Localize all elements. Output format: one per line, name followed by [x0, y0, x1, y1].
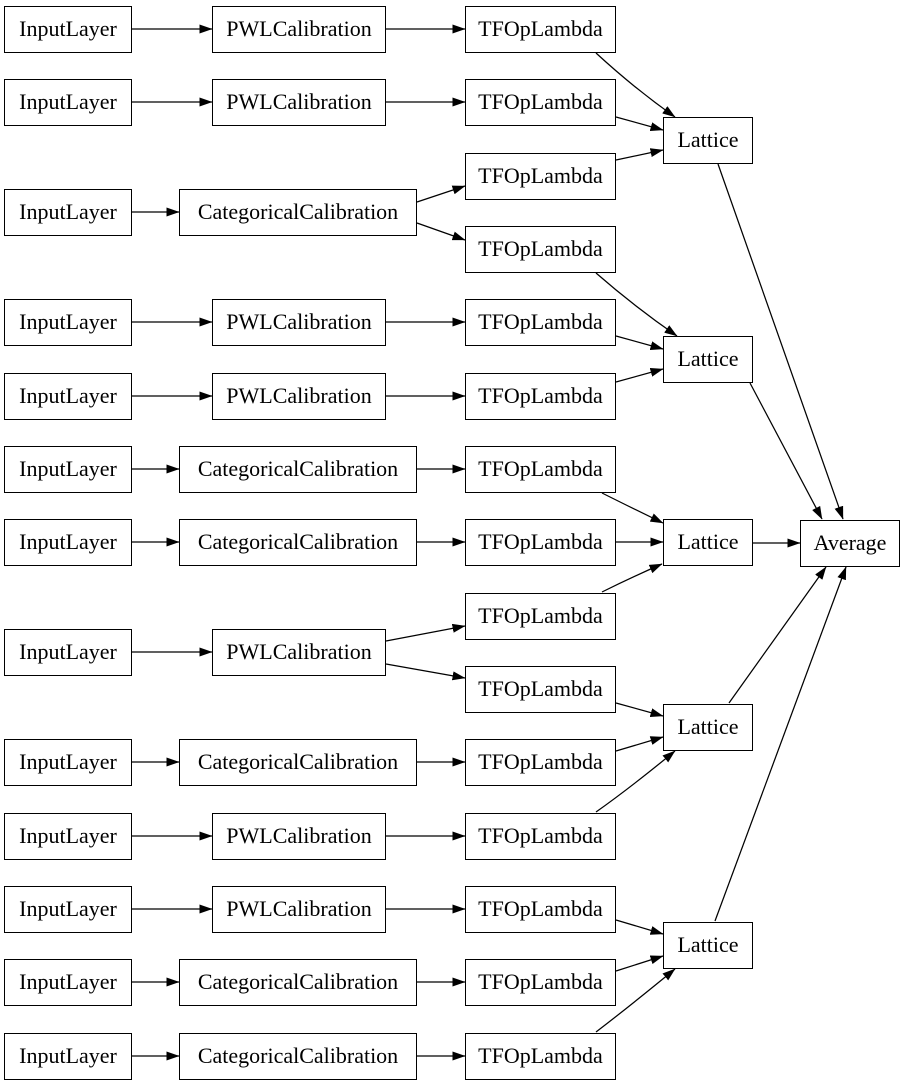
input-layer-node-il7: InputLayer	[4, 518, 132, 566]
edge-cc1-to-tfl3	[416, 185, 466, 203]
input-layer-node-il13: InputLayer	[4, 1032, 132, 1080]
tfop-lambda-node-tfl13: TFOpLambda	[465, 885, 616, 933]
tfop-lambda-node-tfl15: TFOpLambda	[465, 1032, 616, 1080]
categorical-calibration-node-cc4: CategoricalCalibration	[179, 738, 417, 786]
categorical-calibration-node-cc3: CategoricalCalibration	[179, 518, 417, 566]
input-layer-node-il10: InputLayer	[4, 812, 132, 860]
input-layer-node-il3: InputLayer	[4, 188, 132, 236]
pwl-calibration-node-pwl4: PWLCalibration	[212, 372, 386, 420]
edge-tfl9-to-lat3	[601, 563, 663, 593]
edge-tfl15-to-lat5	[595, 968, 676, 1033]
edge-tfl11-to-lat4	[615, 736, 664, 752]
tfop-lambda-node-tfl10: TFOpLambda	[465, 665, 616, 713]
input-layer-node-il6: InputLayer	[4, 445, 132, 493]
edge-lat2-to-avg	[749, 382, 823, 520]
edge-tfl7-to-lat3	[601, 492, 664, 524]
pwl-calibration-node-pwl3: PWLCalibration	[212, 298, 386, 346]
tfop-lambda-node-tfl2: TFOpLambda	[465, 78, 616, 126]
tfop-lambda-node-tfl7: TFOpLambda	[465, 445, 616, 493]
pwl-calibration-node-pwl7: PWLCalibration	[212, 885, 386, 933]
edge-tfl3-to-lat1	[615, 148, 664, 161]
lattice-node-lat1: Lattice	[663, 116, 753, 164]
edge-tfl6-to-lat2	[615, 367, 664, 383]
categorical-calibration-node-cc2: CategoricalCalibration	[179, 445, 417, 493]
edge-lat4-to-avg	[728, 566, 827, 704]
edge-pwl5-to-tfl9	[385, 623, 466, 642]
pwl-calibration-node-pwl1: PWLCalibration	[212, 5, 386, 53]
edge-tfl2-to-lat1	[615, 116, 664, 132]
tfop-lambda-node-tfl3: TFOpLambda	[465, 152, 616, 200]
edge-tfl13-to-lat5	[615, 919, 664, 935]
tfop-lambda-node-tfl11: TFOpLambda	[465, 738, 616, 786]
edge-tfl5-to-lat2	[615, 335, 664, 351]
edge-lat5-to-avg	[714, 566, 847, 922]
input-layer-node-il9: InputLayer	[4, 738, 132, 786]
lattice-node-lat2: Lattice	[663, 335, 753, 383]
categorical-calibration-node-cc5: CategoricalCalibration	[179, 958, 417, 1006]
input-layer-node-il2: InputLayer	[4, 78, 132, 126]
input-layer-node-il8: InputLayer	[4, 628, 132, 676]
tfop-lambda-node-tfl4: TFOpLambda	[465, 225, 616, 273]
input-layer-node-il12: InputLayer	[4, 958, 132, 1006]
tfop-lambda-node-tfl12: TFOpLambda	[465, 812, 616, 860]
tfop-lambda-node-tfl5: TFOpLambda	[465, 298, 616, 346]
tfop-lambda-node-tfl6: TFOpLambda	[465, 372, 616, 420]
edge-pwl5-to-tfl10	[385, 663, 466, 681]
edge-tfl4-to-lat2	[595, 272, 678, 337]
categorical-calibration-node-cc1: CategoricalCalibration	[179, 188, 417, 236]
pwl-calibration-node-pwl2: PWLCalibration	[212, 78, 386, 126]
lattice-node-lat3: Lattice	[663, 518, 753, 566]
tfop-lambda-node-tfl14: TFOpLambda	[465, 958, 616, 1006]
edge-tfl12-to-lat4	[595, 750, 676, 813]
edge-cc1-to-tfl4	[416, 222, 466, 241]
edge-tfl14-to-lat5	[615, 955, 664, 972]
pwl-calibration-node-pwl5: PWLCalibration	[212, 628, 386, 676]
edge-tfl10-to-lat4	[615, 702, 664, 718]
average-node-avg: Average	[800, 519, 900, 567]
edge-group	[132, 24, 847, 1061]
input-layer-node-il5: InputLayer	[4, 372, 132, 420]
tfop-lambda-node-tfl8: TFOpLambda	[465, 518, 616, 566]
input-layer-node-il1: InputLayer	[4, 5, 132, 53]
tfop-lambda-node-tfl1: TFOpLambda	[465, 5, 616, 53]
lattice-node-lat5: Lattice	[663, 921, 753, 969]
categorical-calibration-node-cc6: CategoricalCalibration	[179, 1032, 417, 1080]
input-layer-node-il11: InputLayer	[4, 885, 132, 933]
edge-lat1-to-avg	[717, 163, 844, 520]
edge-tfl1-to-lat1	[595, 52, 676, 118]
pwl-calibration-node-pwl6: PWLCalibration	[212, 812, 386, 860]
tfop-lambda-node-tfl9: TFOpLambda	[465, 592, 616, 640]
input-layer-node-il4: InputLayer	[4, 298, 132, 346]
lattice-node-lat4: Lattice	[663, 703, 753, 751]
